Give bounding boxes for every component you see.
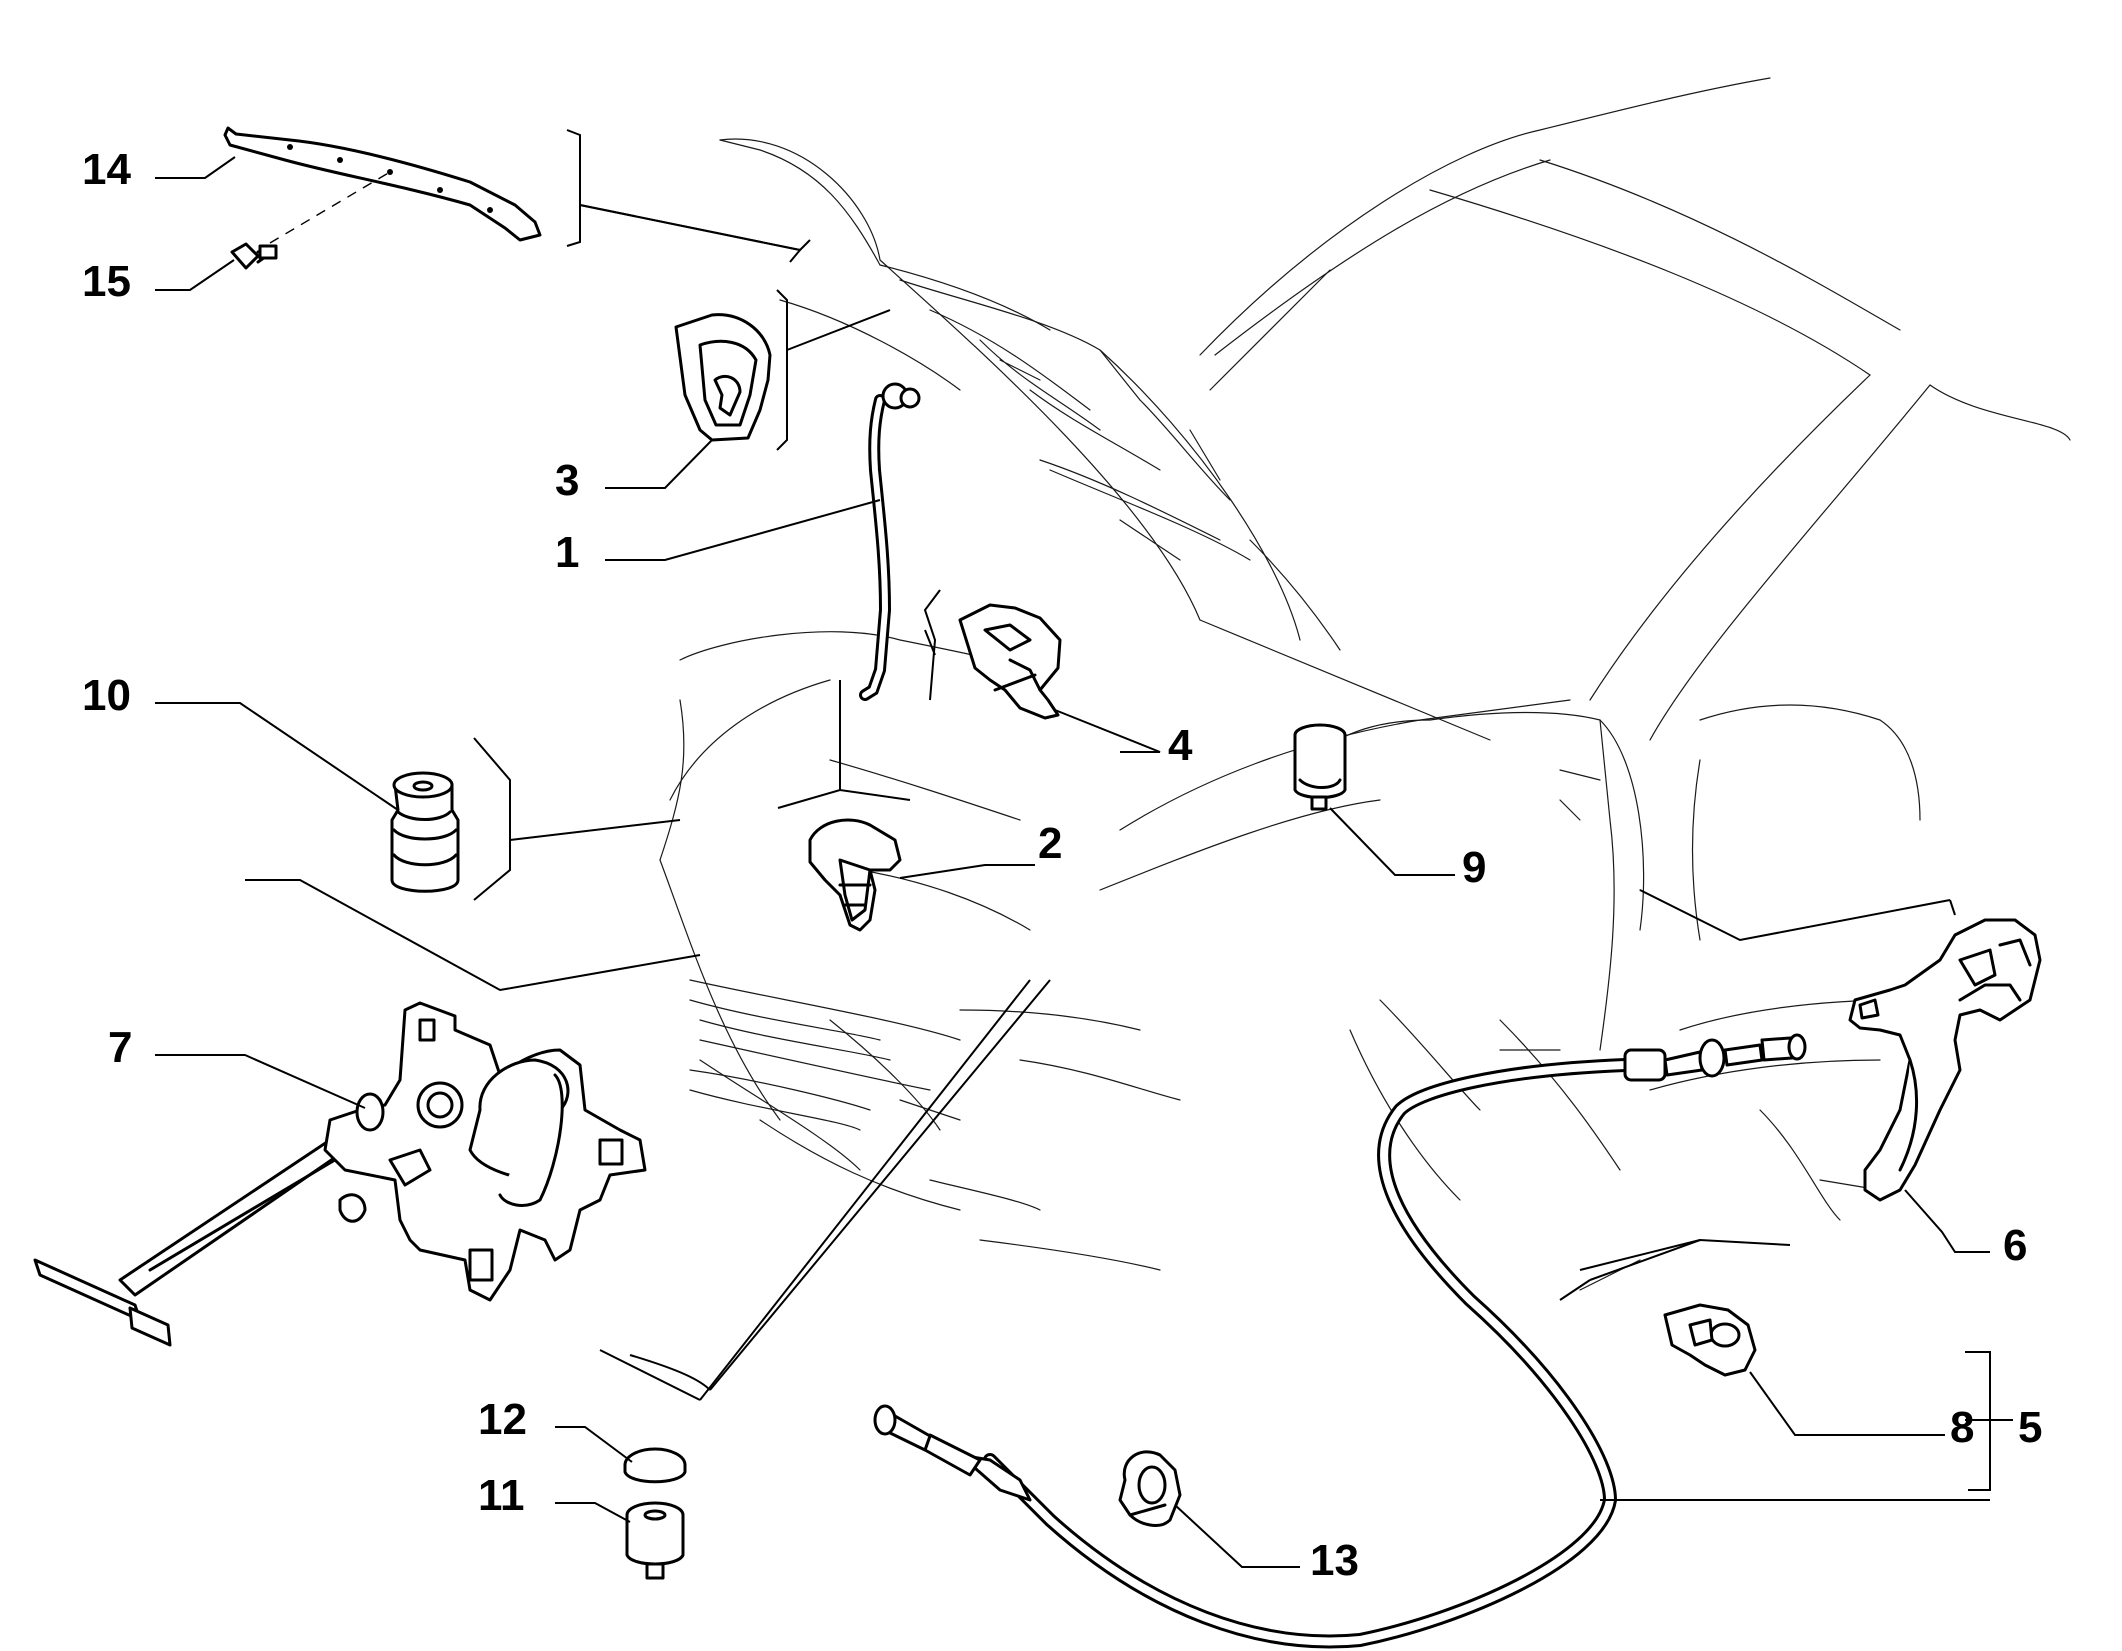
callout-8: 8 [1950, 1403, 1974, 1452]
part-14-hood-strip [223, 126, 542, 242]
callout-5: 5 [2018, 1403, 2042, 1452]
fastener-alignment-line [269, 171, 391, 244]
callout-4: 4 [1168, 721, 1193, 770]
callout-1: 1 [555, 528, 579, 577]
callout-2: 2 [1038, 819, 1062, 868]
part-1-hood-prop-rod [859, 382, 921, 701]
part-6-release-handle [1848, 918, 2042, 1202]
callout-15: 15 [82, 257, 131, 306]
callout-7: 7 [108, 1023, 132, 1072]
callout-labels: 14 15 3 1 10 4 2 9 7 6 8 5 12 11 13 [82, 145, 2042, 1585]
reference-lines [245, 129, 2013, 1491]
part-15-fastener [230, 242, 278, 270]
callout-14: 14 [82, 145, 131, 194]
part-13-grommet [1118, 1450, 1182, 1527]
callout-13: 13 [1310, 1536, 1359, 1585]
callout-3: 3 [555, 456, 579, 505]
part-3-latch-bracket [674, 313, 772, 442]
part-11-rubber-buffer [625, 1501, 685, 1580]
callout-10: 10 [82, 671, 131, 720]
part-4-rod-clip [958, 603, 1062, 720]
part-9-rubber-stop [1293, 723, 1347, 811]
callout-12: 12 [478, 1395, 527, 1444]
leader-lines [155, 156, 1990, 1568]
part-10-bump-stop [390, 771, 460, 893]
callout-9: 9 [1462, 843, 1486, 892]
part-2-rod-holder [808, 818, 902, 932]
part-12-cap [623, 1447, 687, 1484]
callout-6: 6 [2003, 1221, 2027, 1270]
part-7-hood-lock [33, 1001, 647, 1347]
part-8-cable-clip [1663, 1303, 1757, 1377]
callout-11: 11 [478, 1471, 525, 1520]
